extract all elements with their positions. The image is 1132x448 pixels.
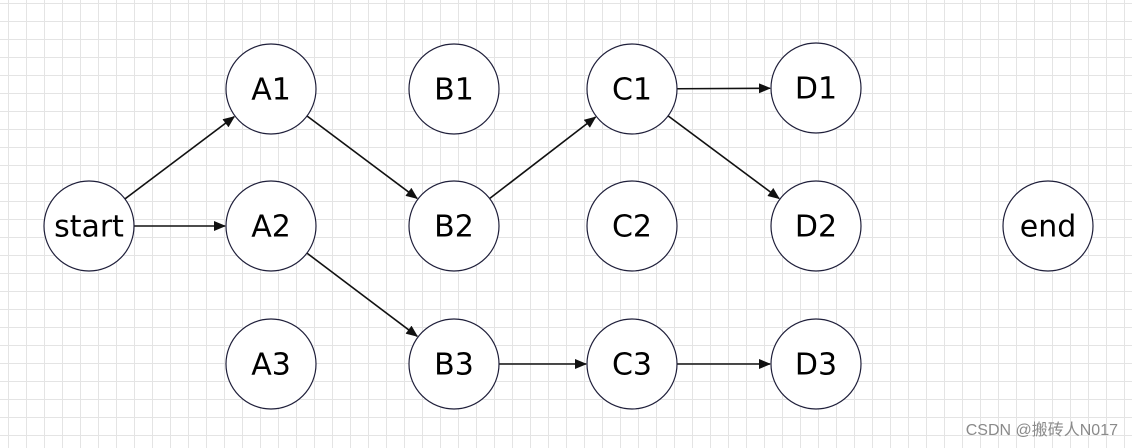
node-circle [770,42,862,134]
node-circle [408,180,500,272]
node-circle [408,43,500,135]
edge-c1-to-d1 [676,83,772,94]
node-end: end [1002,180,1094,272]
node-label: A1 [251,73,291,108]
edge-c1-to-d2 [667,115,780,200]
node-circle [770,318,862,410]
node-label: D3 [795,348,837,383]
node-circle [1002,180,1094,272]
node-circle [586,318,678,410]
node-c1: C1 [586,43,678,135]
node-circle [770,180,862,272]
node-circle [408,318,500,410]
node-label: A2 [251,210,291,245]
edge-start-to-a1 [124,116,236,200]
node-a2: A2 [225,180,317,272]
node-label: start [54,210,124,245]
node-d3: D3 [770,318,862,410]
edge-a1-to-b2 [306,115,418,200]
node-circle [225,318,317,410]
watermark: CSDN @搬砖人N017 [965,422,1118,439]
node-label: D2 [795,210,837,245]
node-circle [586,43,678,135]
node-label: B1 [434,73,474,108]
edge-b2-to-c1 [489,116,597,200]
node-a3: A3 [225,318,317,410]
node-circle [225,43,317,135]
node-label: C3 [612,348,652,383]
edges-layer [124,83,780,369]
node-d1: D1 [770,42,862,134]
node-circle [586,180,678,272]
node-label: B3 [434,348,474,383]
node-b1: B1 [408,43,500,135]
node-start: start [43,180,135,272]
node-b3: B3 [408,318,500,410]
node-label: D1 [795,72,837,107]
node-circle [43,180,135,272]
node-label: C1 [612,73,652,108]
edge-a2-to-b3 [306,252,419,337]
node-label: A3 [251,348,291,383]
node-label: end [1020,210,1077,245]
node-label: C2 [612,210,652,245]
node-b2: B2 [408,180,500,272]
node-c3: C3 [586,318,678,410]
node-circle [225,180,317,272]
node-d2: D2 [770,180,862,272]
node-c2: C2 [586,180,678,272]
node-a1: A1 [225,43,317,135]
node-label: B2 [434,210,474,245]
